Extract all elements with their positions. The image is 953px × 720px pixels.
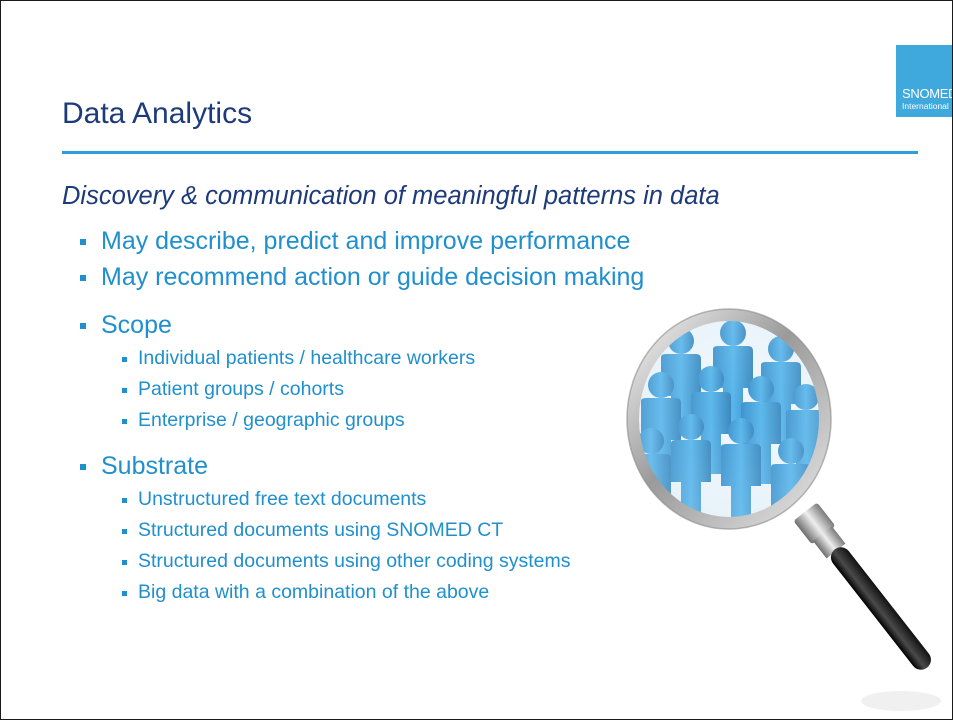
magnifying-glass-people-icon [626,308,941,711]
sub-bullet-list: Individual patients / healthcare workers… [101,343,644,436]
slide-title: Data Analytics [62,97,253,130]
sub-bullet-item: Patient groups / cohorts [122,374,644,405]
bullet-list: May describe, predict and improve perfor… [80,223,644,608]
bullet-item: May describe, predict and improve perfor… [80,223,644,259]
title-divider [62,151,918,154]
bullet-item-substrate: Substrate Unstructured free text documen… [80,448,644,608]
sub-bullet-list: Unstructured free text documents Structu… [101,484,644,608]
sub-bullet-item: Unstructured free text documents [122,484,644,515]
sub-bullet-item: Enterprise / geographic groups [122,405,644,436]
bullet-text: Substrate [101,452,209,480]
slide-subtitle: Discovery & communication of meaningful … [62,182,720,210]
magnifier-handle [794,503,931,670]
snomed-logo: SNOMED International [896,45,952,117]
logo-main-text: SNOMED [902,86,953,101]
bullet-item-scope: Scope Individual patients / healthcare w… [80,307,644,436]
sub-bullet-item: Structured documents using other coding … [122,546,644,577]
sub-bullet-item: Individual patients / healthcare workers [122,343,644,374]
bullet-text: May describe, predict and improve perfor… [101,227,631,255]
sub-bullet-item: Structured documents using SNOMED CT [122,515,644,546]
bullet-item: May recommend action or guide decision m… [80,259,644,295]
bullet-text: Scope [101,311,172,339]
logo-sub-text: International [902,101,949,111]
sub-bullet-item: Big data with a combination of the above [122,577,644,608]
bullet-text: May recommend action or guide decision m… [101,263,645,291]
